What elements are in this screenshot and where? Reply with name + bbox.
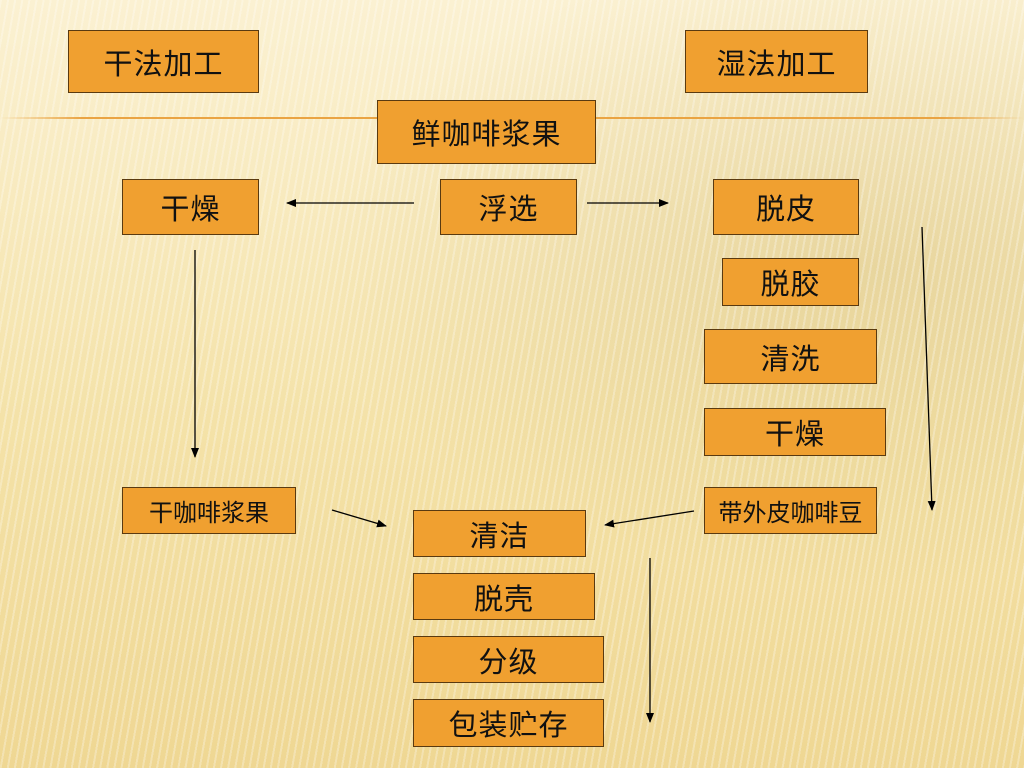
arrow-wet-method-down bbox=[921, 226, 936, 511]
dried-cherry-box: 干咖啡浆果 bbox=[122, 487, 296, 534]
demucilage-box: 脱胶 bbox=[722, 258, 859, 306]
dry-method-title-box: 干法加工 bbox=[68, 30, 259, 93]
fresh-cherry-box: 鲜咖啡浆果 bbox=[377, 100, 596, 164]
cleaning-box: 清洁 bbox=[413, 510, 586, 557]
hulling-box: 脱壳 bbox=[413, 573, 595, 620]
wet-method-title-box: 湿法加工 bbox=[685, 30, 868, 93]
arrow-parchment-to-cleaning bbox=[604, 510, 695, 528]
arrow-dried-cherry-to-cleaning bbox=[331, 509, 387, 528]
drying-dry-method-box: 干燥 bbox=[122, 179, 259, 235]
drying-wet-method-box: 干燥 bbox=[704, 408, 886, 456]
pulping-box: 脱皮 bbox=[713, 179, 859, 235]
packing-storage-box: 包装贮存 bbox=[413, 699, 604, 747]
grading-box: 分级 bbox=[413, 636, 604, 683]
flotation-box: 浮选 bbox=[440, 179, 577, 235]
parchment-coffee-box: 带外皮咖啡豆 bbox=[704, 487, 877, 534]
washing-box: 清洗 bbox=[704, 329, 877, 384]
